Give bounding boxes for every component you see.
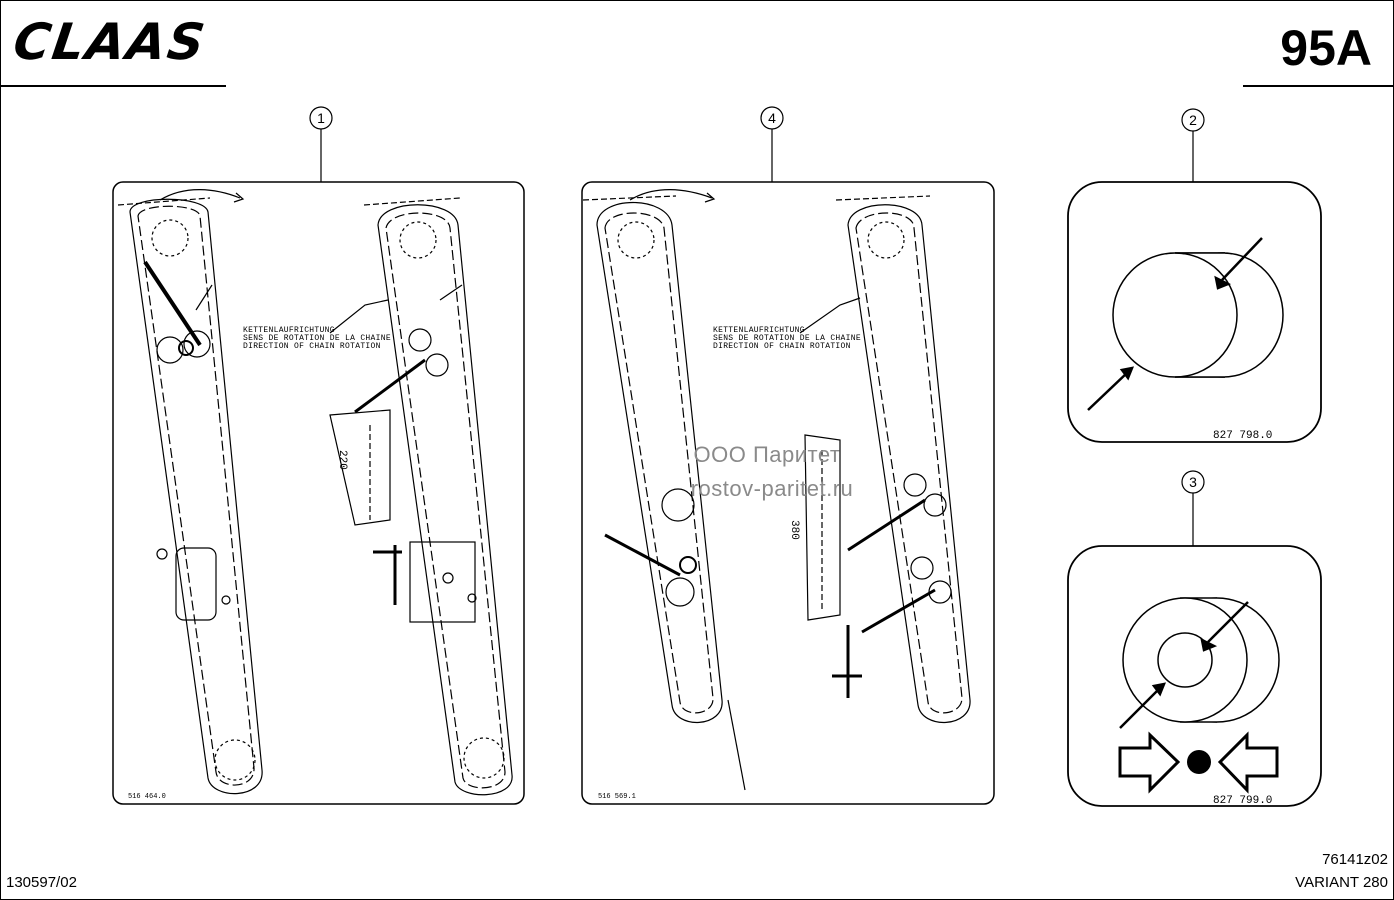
document-reference: 76141z02 [1322,851,1388,868]
callout-3 [1181,470,1205,546]
panel-1-chain-label-1: KETTENLAUFRICHTUNG [243,326,335,335]
panel-1-frame [112,181,525,805]
panel-4-left-conveyor [582,195,746,791]
panel-4-chain-label-1: KETTENLAUFRICHTUNG [713,326,805,335]
callout-2-number: 2 [1189,112,1197,128]
panel-1-dimension: 220 [336,450,348,470]
callout-1 [309,106,333,182]
callout-2 [1181,108,1205,182]
sticker-2-cylinder [1112,252,1284,378]
panel-4-part-number: 516 569.1 [598,793,636,801]
logo-rule [0,85,226,87]
watermark-company: ООО Паритет [693,442,841,467]
sticker-3-frame [1067,545,1322,807]
panel-1-right-conveyor [329,197,513,796]
page-code-rule [1243,85,1394,87]
panel-1-rotation-arrowhead [233,192,245,203]
sticker-2-arrows [1087,237,1263,411]
panel-1-left-conveyor [117,197,263,795]
panel-4-right-conveyor [804,195,971,724]
panel-1-part-number: 516 464.0 [128,793,166,801]
callout-1-number: 1 [317,110,325,126]
document-date: 130597/02 [6,874,77,891]
page-code: 95A [1280,20,1372,76]
panel-1-chain-label-3: DIRECTION OF CHAIN ROTATION [243,342,381,351]
panel-4-dimension: 380 [788,520,800,540]
sticker-3-part-number: 827 799.0 [1213,795,1272,807]
sticker-2-frame [1067,181,1322,443]
panel-4-chain-leader [799,297,861,334]
sticker-3-arrows [1119,601,1249,729]
variant-label: VARIANT 280 [1295,874,1388,891]
callout-4-number: 4 [768,110,776,126]
sticker-3-cylinder [1122,597,1280,723]
panel-1-chain-label-2: SENS DE ROTATION DE LA CHAINE [243,334,391,343]
callout-4 [760,106,784,182]
panel-1-rotation-arrow [159,189,241,201]
sticker-2-part-number: 827 798.0 [1213,430,1272,442]
panel-4-chain-label-3: DIRECTION OF CHAIN ROTATION [713,342,851,351]
panel-1-chain-leader [329,299,389,334]
sticker-3-center-symbol [1118,731,1279,794]
panel-4-chain-label-2: SENS DE ROTATION DE LA CHAINE [713,334,861,343]
panel-4-rotation-arrow [629,189,713,201]
callout-3-number: 3 [1189,474,1197,490]
panel-4-frame [581,181,995,805]
panel-4-rotation-arrowhead [704,192,716,203]
watermark-url: rostov-paritet.ru [690,476,854,501]
